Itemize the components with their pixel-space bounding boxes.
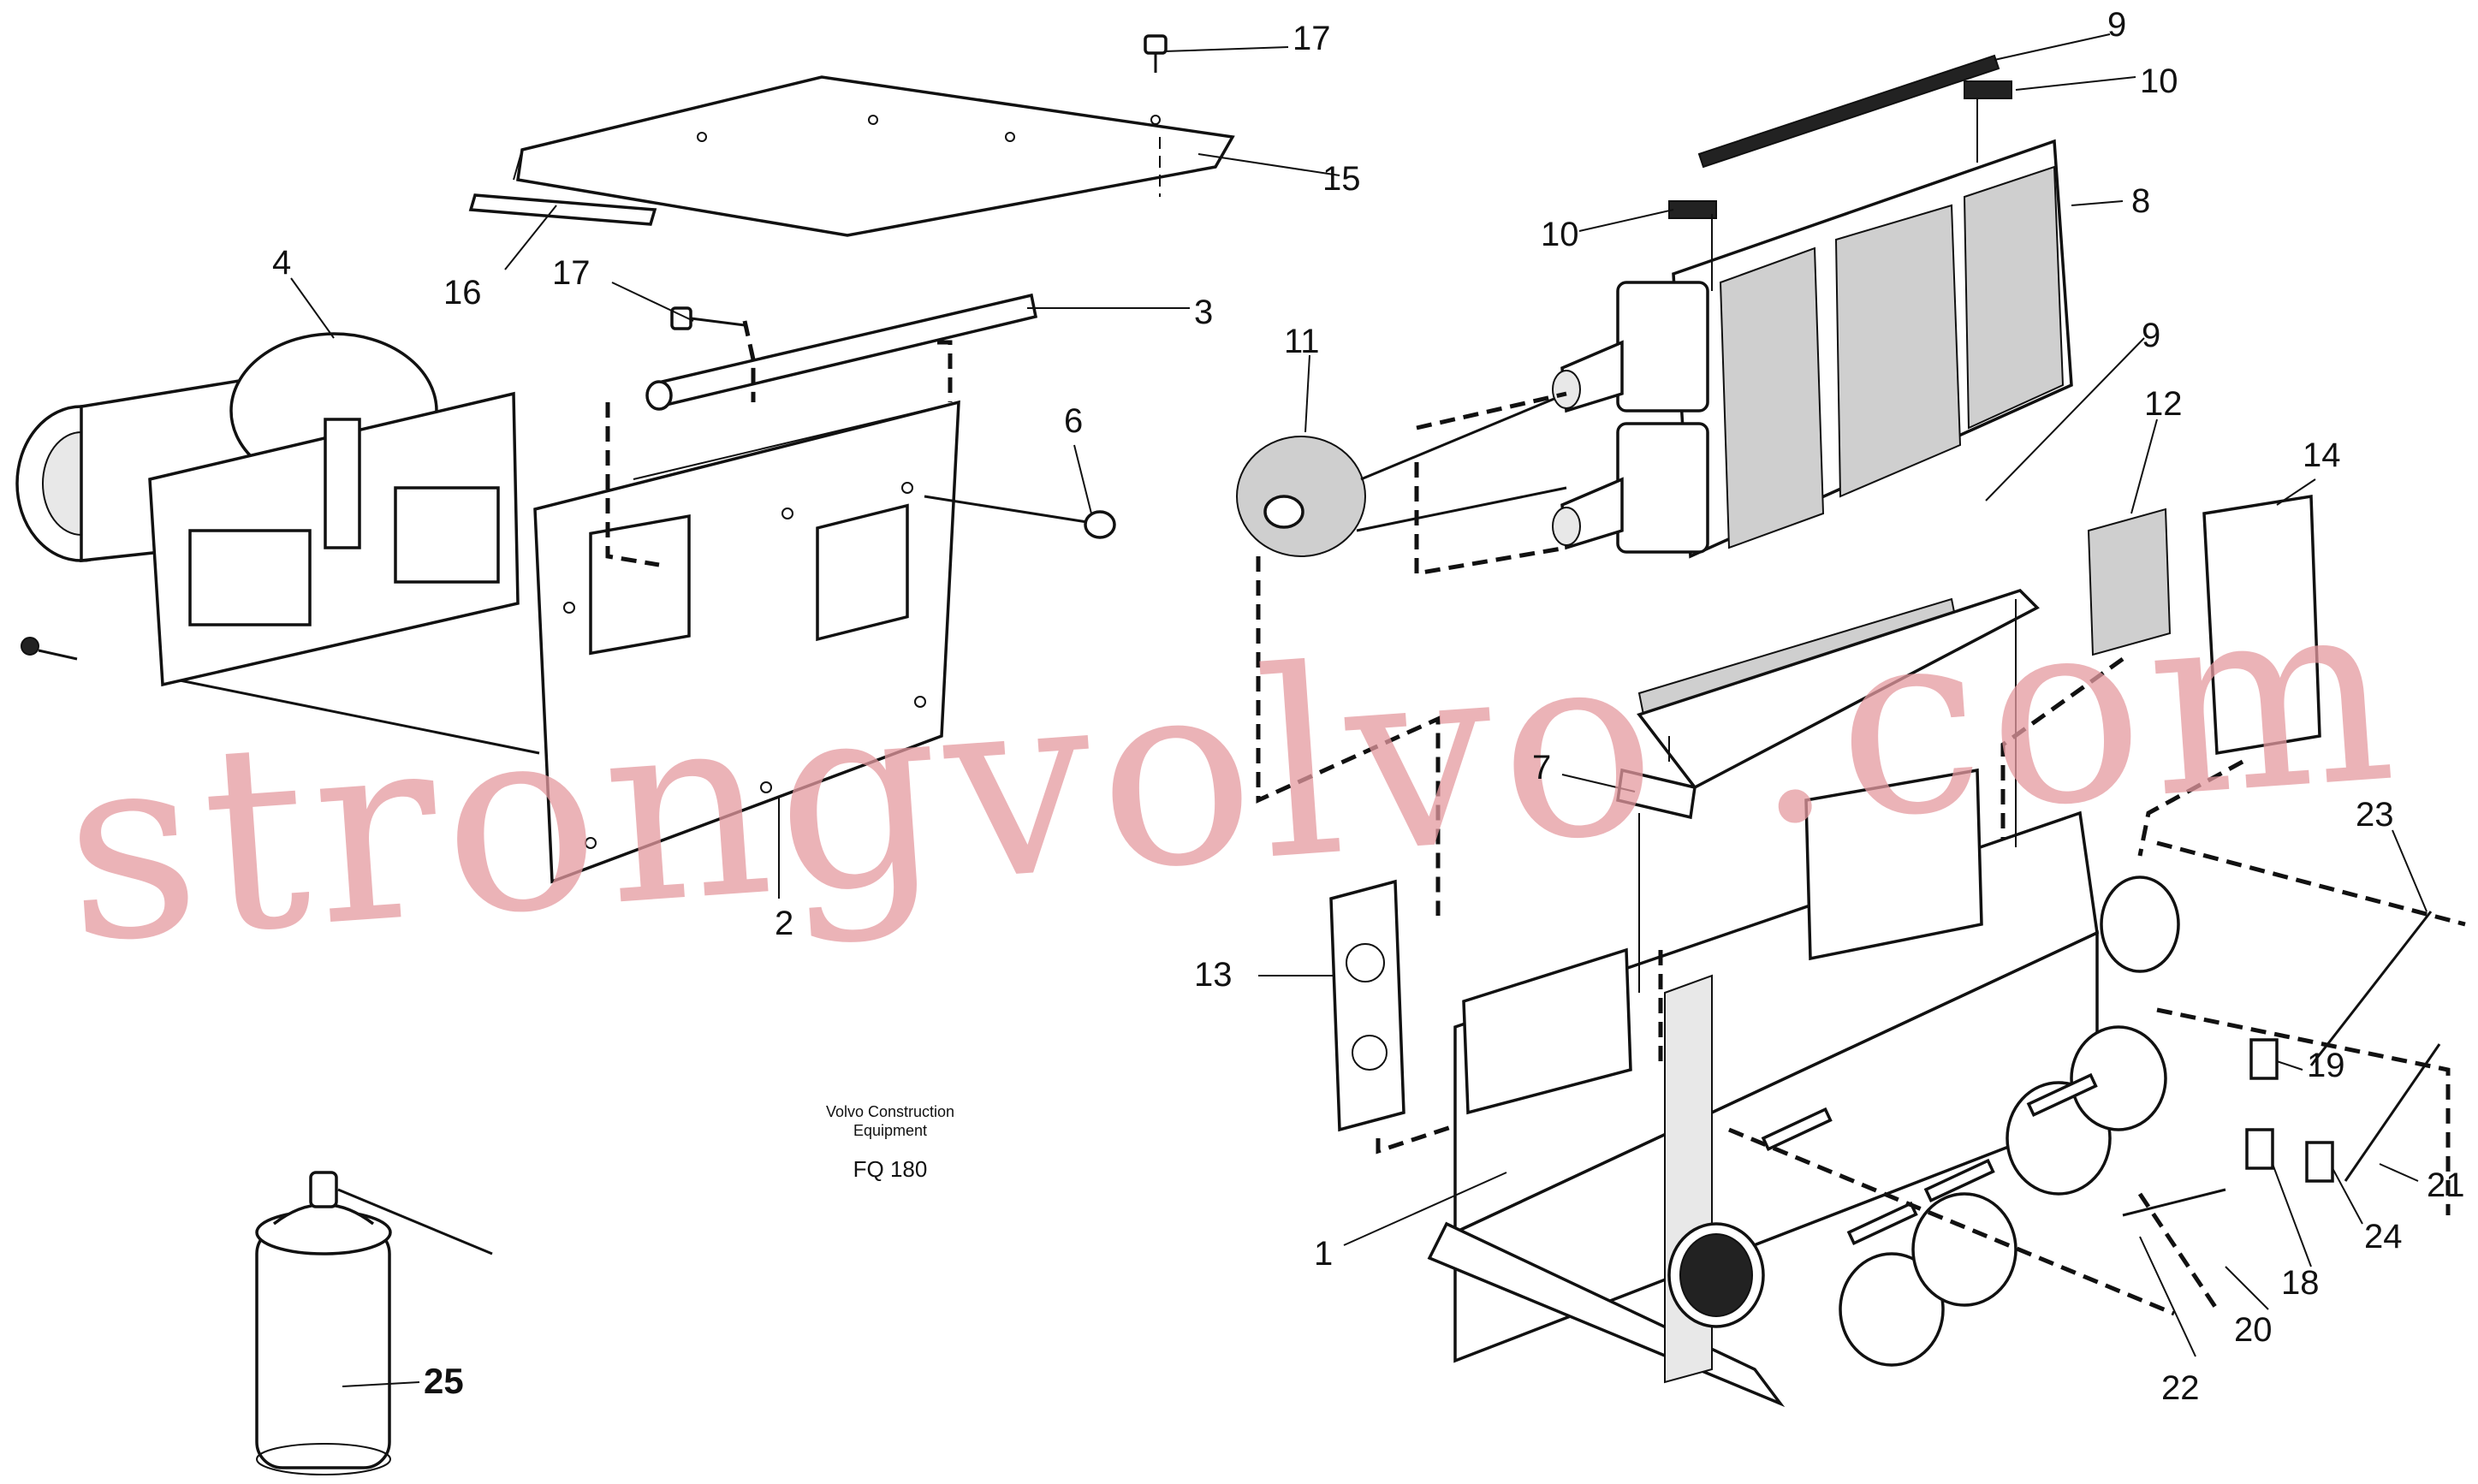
callout-24: 24	[2364, 1218, 2403, 1255]
callout-9b: 9	[2142, 317, 2160, 354]
dashed-guide	[742, 320, 756, 402]
callout-22: 22	[2161, 1369, 2200, 1407]
part-15-top-cover	[513, 75, 1235, 237]
callout-13: 13	[1194, 956, 1233, 994]
callout-19: 19	[2307, 1047, 2345, 1084]
dashed-guide	[1256, 556, 1441, 916]
part-7-tray	[1616, 589, 2040, 820]
dashed-guide	[937, 340, 953, 402]
part-22-strip	[2122, 1188, 2226, 1217]
leader-line	[179, 679, 540, 755]
callout-25: 25	[424, 1361, 464, 1401]
dashed-guide	[2137, 759, 2244, 857]
part-17-screw-mid	[670, 306, 746, 330]
callout-15: 15	[1322, 160, 1361, 198]
callout-16: 16	[443, 274, 482, 312]
leader-lines	[290, 33, 2427, 1387]
part-1-housing	[1427, 768, 2180, 1408]
caption-line1: Volvo Construction	[826, 1103, 954, 1120]
callout-20: 20	[2234, 1311, 2273, 1349]
part-2-mounting-plate	[533, 400, 960, 884]
part-16-rod	[468, 193, 657, 226]
part-3-tube	[645, 293, 1038, 411]
callout-10a: 10	[1541, 216, 1579, 253]
part-21-rod	[2344, 1043, 2441, 1182]
callout-21: 21	[2427, 1166, 2465, 1204]
part-20-rail	[1728, 840, 2466, 1316]
callout-8: 8	[2131, 182, 2150, 220]
part-23-rod	[2309, 911, 2433, 1066]
callout-18: 18	[2281, 1264, 2320, 1302]
part-19-connector	[2249, 1038, 2279, 1080]
dashed-guide	[1416, 391, 1567, 430]
caption-line2: Equipment	[853, 1122, 927, 1139]
callout-1: 1	[1314, 1235, 1333, 1273]
part-25-spray-can	[255, 1171, 493, 1475]
callout-3: 3	[1194, 294, 1213, 331]
callout-17a: 17	[1292, 20, 1331, 57]
part-17-screw-top	[1144, 34, 1168, 73]
part-9-strip-top	[1697, 54, 2000, 169]
part-4-blower	[15, 332, 520, 687]
part-8-heater-core	[1552, 139, 2073, 559]
part-13-bracket	[1329, 879, 1405, 1132]
part-6-bolt	[924, 495, 1116, 539]
dashed-guide	[1414, 462, 1567, 576]
callout-23: 23	[2356, 796, 2394, 834]
callout-2: 2	[775, 905, 793, 942]
callout-11: 11	[1284, 323, 1320, 360]
caption-code: FQ 180	[853, 1156, 928, 1182]
callout-4: 4	[272, 244, 291, 282]
callout-7: 7	[1532, 749, 1551, 787]
dashed-guide	[605, 402, 660, 567]
part-24-connector	[2305, 1141, 2334, 1183]
dashed-guide	[1376, 1067, 1627, 1155]
part-10-clip-left	[1668, 200, 1717, 219]
callout-14: 14	[2303, 436, 2341, 474]
callout-17b: 17	[552, 254, 591, 292]
callouts: 17 15 16 4 17 3 6 11 2 13 1 7 9 10 10 8 …	[272, 6, 2465, 1407]
part-10-clip-right	[1964, 80, 2012, 99]
part-11-foam-ring	[1236, 392, 1567, 557]
callout-10b: 10	[2140, 62, 2178, 100]
callout-12: 12	[2144, 385, 2183, 423]
part-14-cover-plate	[2202, 494, 2321, 756]
callout-9a: 9	[2107, 6, 2126, 44]
callout-6: 6	[1064, 402, 1083, 440]
part-12-foam-block	[2087, 508, 2172, 656]
part-18-connector	[2245, 1128, 2274, 1170]
dashed-guide	[2000, 656, 2124, 847]
